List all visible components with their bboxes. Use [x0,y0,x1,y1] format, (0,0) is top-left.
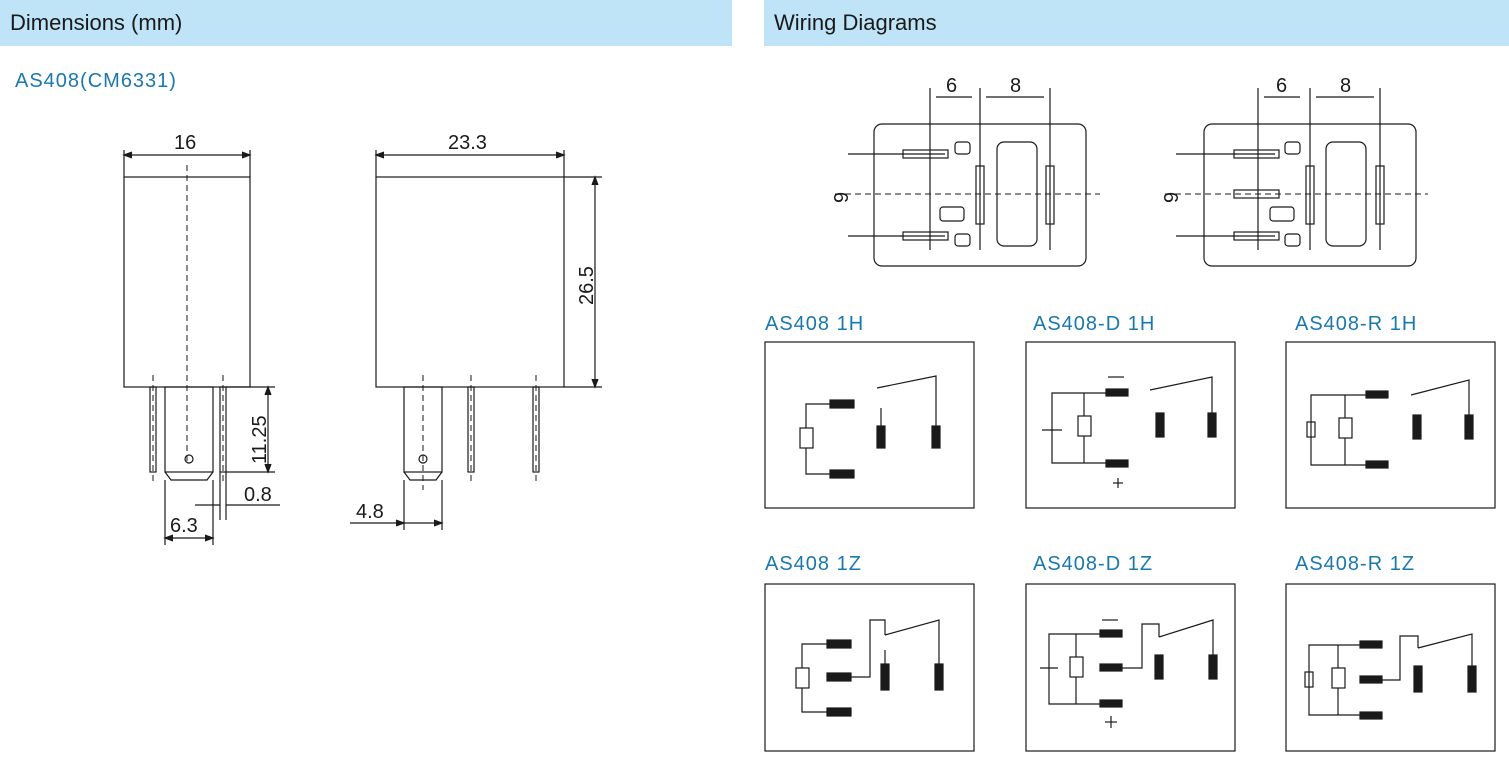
dim-pin-width: 4.8 [356,501,384,523]
diagram-label-4: AS408 1Z [765,553,862,575]
pcb-footprints: 6 8 9 6 8 9 [831,75,1428,267]
diagram-label-1: AS408 1H [765,313,865,335]
diagram-as408-r-1h [1285,341,1496,509]
dimension-drawing: 16 11.25 0.8 6.3 23.3 26.5 4.8 [122,132,602,545]
fp2-dim-a: 6 [1276,75,1287,97]
fp1-dim-c: 9 [831,192,853,203]
dimensions-header: Dimensions (mm) [0,0,732,46]
dim-pin-thickness: 0.8 [244,484,272,506]
dim-height: 26.5 [576,266,598,305]
diagram-as408-1z [764,583,975,752]
footprint-1h: 6 8 9 [831,75,1100,267]
fp1-dim-b: 8 [1010,75,1021,97]
fp2-dim-b: 8 [1340,75,1351,97]
dim-pin-pitch: 6.3 [170,515,198,537]
fp2-dim-c: 9 [1161,192,1183,203]
diagram-as408-r-1z [1285,583,1496,752]
diagram-as408-1h [764,341,975,509]
dim-pin-length: 11.25 [249,415,271,464]
diagram-as408-d-1h [1025,341,1236,509]
dimensions-title: Dimensions (mm) [10,10,183,35]
wiring-header: Wiring Diagrams [764,0,1509,46]
dim-length: 23.3 [448,132,487,154]
diagram-as408-d-1z [1025,583,1236,752]
diagram-label-2: AS408-D 1H [1033,313,1156,335]
dim-width: 16 [174,132,196,154]
footprint-1z: 6 8 9 [1161,75,1428,267]
diagram-label-6: AS408-R 1Z [1295,553,1416,575]
diagram-label-5: AS408-D 1Z [1033,553,1154,575]
diagram-label-3: AS408-R 1H [1295,313,1418,335]
model-title: AS408(CM6331) [15,70,177,92]
fp1-dim-a: 6 [946,75,957,97]
wiring-title: Wiring Diagrams [774,10,937,35]
